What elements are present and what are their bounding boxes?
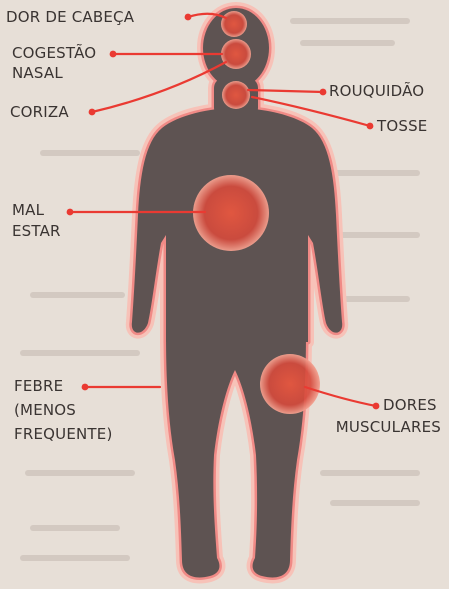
label-fever-line1: FEBRE — [14, 377, 63, 396]
spot-nose — [221, 39, 251, 69]
label-muscle-pain-line1: DORES — [383, 396, 437, 415]
dot-malaise — [67, 209, 74, 216]
label-fever-line2: (MENOS — [14, 401, 76, 420]
label-congestion-line1: COGESTÃO — [12, 44, 96, 63]
dot-headache — [185, 14, 192, 21]
dot-congestion — [110, 51, 117, 58]
dot-fever — [82, 384, 89, 391]
dot-runny-nose — [89, 109, 96, 116]
label-hoarseness: ROUQUIDÃO — [329, 82, 424, 101]
spot-thigh — [260, 354, 320, 414]
label-congestion-line2: NASAL — [12, 64, 63, 83]
label-malaise-line1: MAL — [12, 201, 44, 220]
dot-muscle-pain — [373, 403, 380, 410]
label-fever-line3: FREQUENTE) — [14, 425, 113, 444]
label-runny-nose: CORIZA — [10, 103, 69, 122]
dot-cough — [367, 123, 374, 130]
label-headache: DOR DE CABEÇA — [6, 8, 134, 27]
spot-head — [221, 11, 247, 37]
label-muscle-pain-line2: MUSCULARES — [336, 418, 441, 437]
label-cough: TOSSE — [377, 117, 428, 136]
label-malaise-line2: ESTAR — [12, 222, 61, 241]
spot-throat — [222, 81, 250, 109]
dot-hoarseness — [320, 89, 327, 96]
